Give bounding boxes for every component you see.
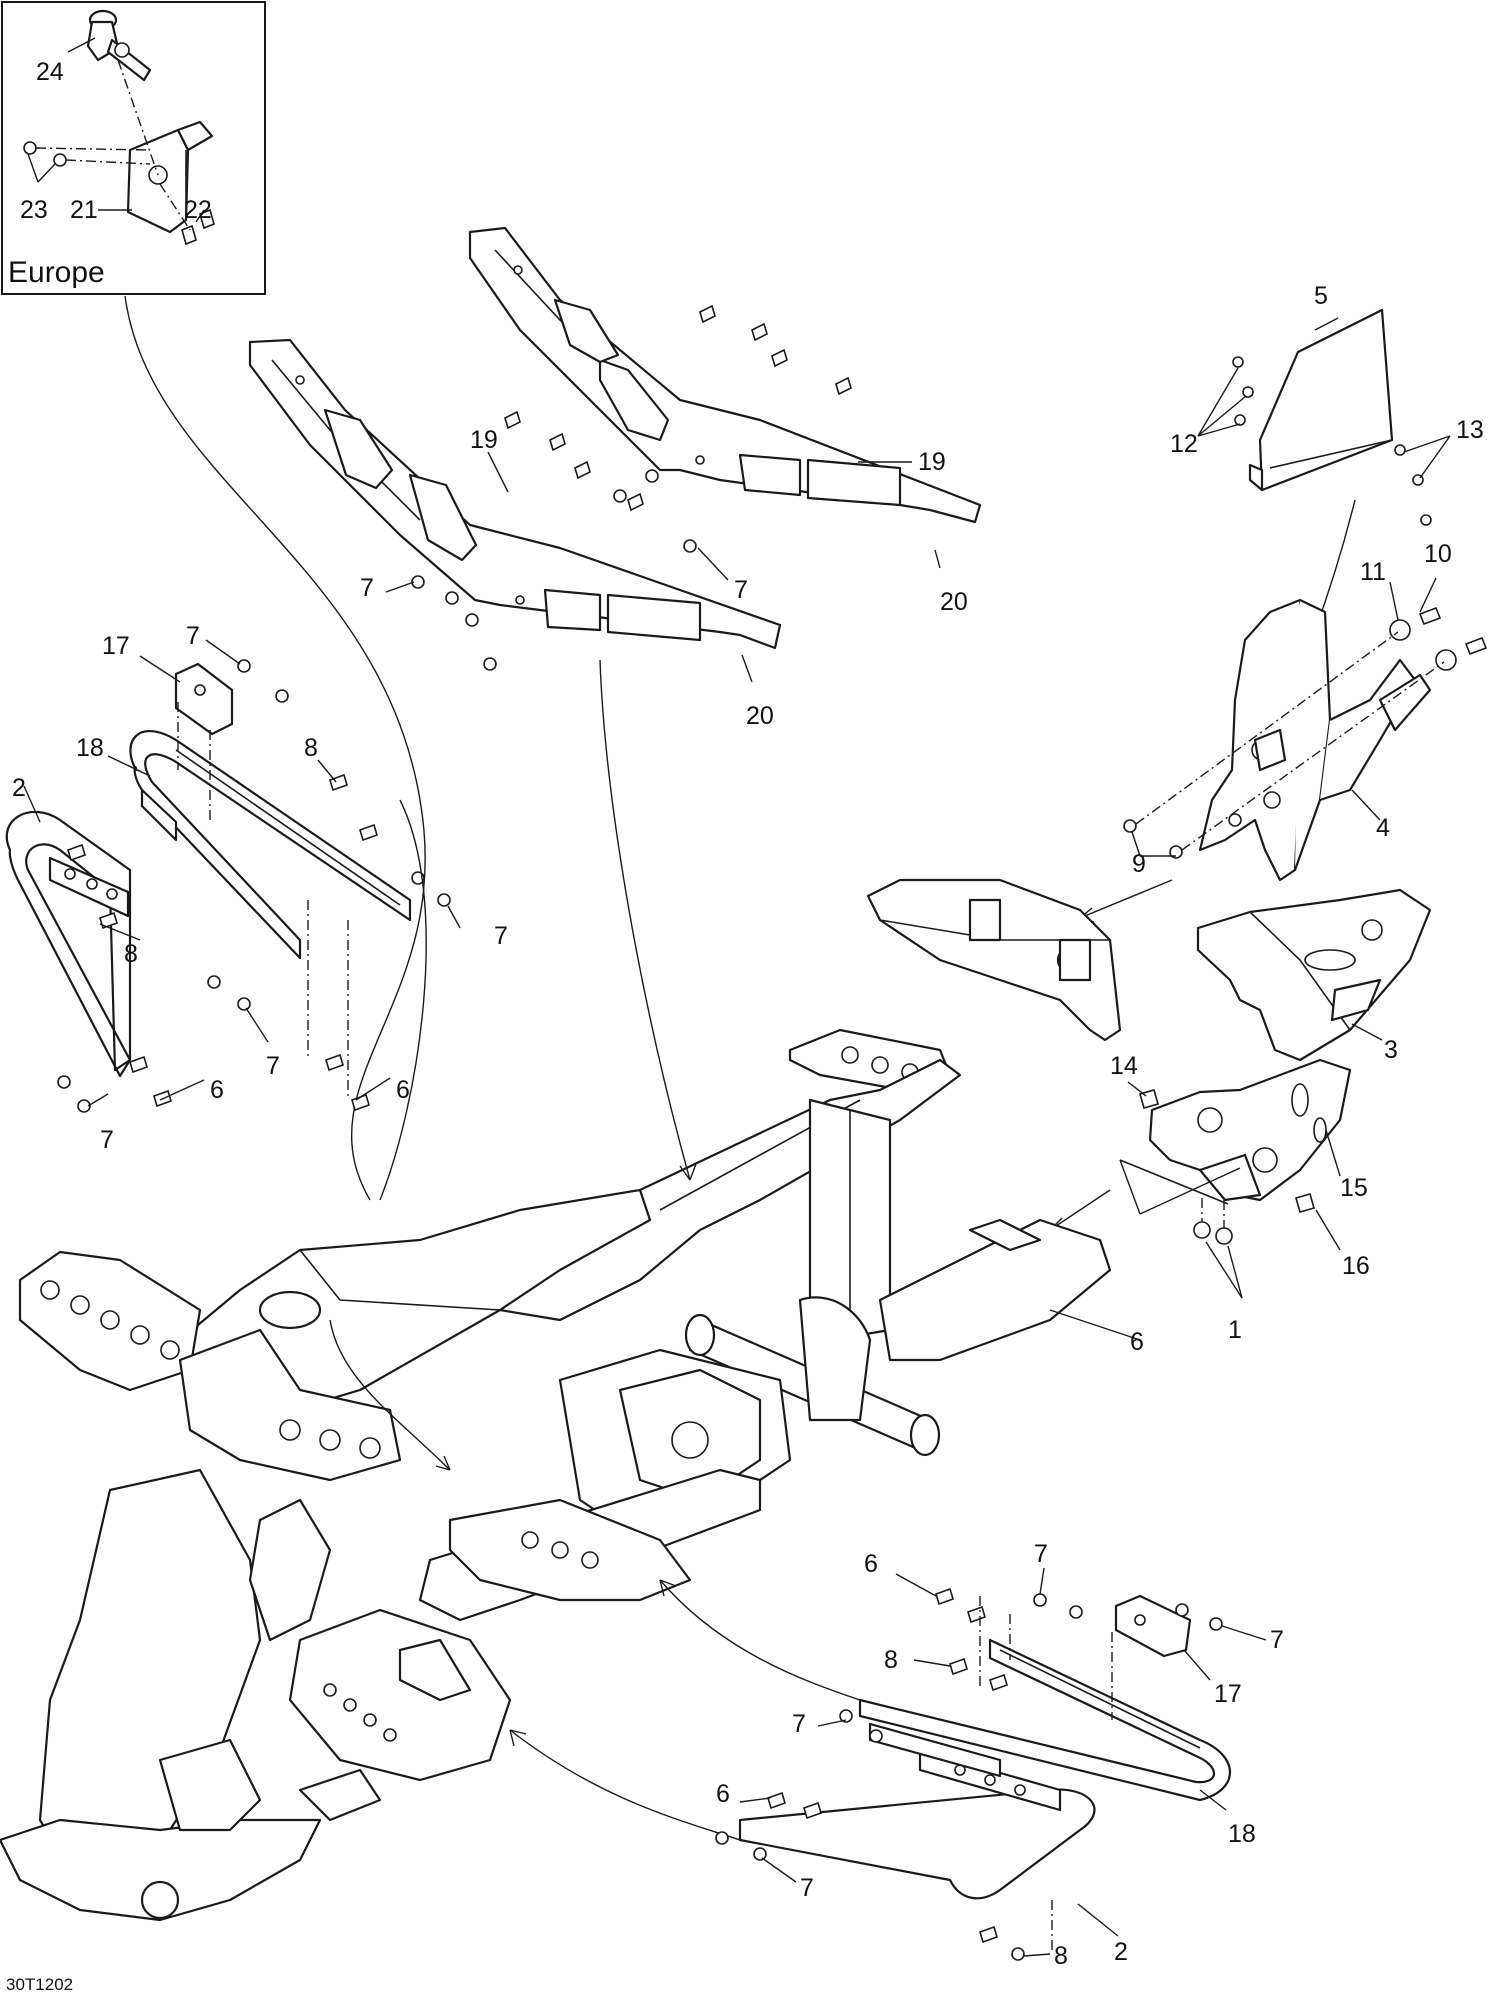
callout-8-bottom: 8 — [884, 1646, 898, 1674]
callout-24: 24 — [36, 58, 64, 86]
callout-6-bottom-top: 6 — [864, 1550, 878, 1578]
callout-13: 13 — [1456, 416, 1484, 444]
part-20-rear-rail-upper — [468, 226, 982, 524]
part-1-main-frame — [0, 878, 1122, 1922]
part-18-bumper-lower — [858, 1638, 1231, 1802]
callout-7-mid: 7 — [266, 1052, 280, 1080]
callout-10: 10 — [1424, 540, 1452, 568]
part-2-bumper-lower — [5, 810, 132, 1078]
callout-12: 12 — [1170, 430, 1198, 458]
callout-11: 11 — [1360, 558, 1386, 586]
callout-22: 22 — [184, 196, 212, 224]
callout-7-bottom-left: 7 — [100, 1126, 114, 1154]
callout-16: 1 — [1228, 1316, 1242, 1344]
callout-14: 15 — [1340, 1174, 1368, 1202]
callout-7-bottom-top: 7 — [1034, 1540, 1048, 1568]
bottom-bumper-fasteners — [715, 1587, 1223, 1961]
callout-7-rail-right: 7 — [734, 576, 748, 604]
inset-title: Europe — [8, 256, 105, 289]
drawing-code: 30T1202 — [6, 1975, 73, 1994]
europe-inset: 24 23 21 22 Europe — [1, 1, 266, 295]
part-2-bumper-bottom — [738, 1722, 1096, 1900]
callout-19-right: 19 — [918, 448, 946, 476]
part-17-bracket-bottom — [1114, 1594, 1192, 1658]
callout-6-right: 6 — [396, 1076, 410, 1104]
callout-7-top: 7 — [186, 622, 200, 650]
callout-15-top: 14 — [1110, 1052, 1138, 1080]
callout-23: 23 — [20, 196, 48, 224]
callout-18-top: 18 — [76, 734, 104, 762]
callout-8-mid-left: 8 — [124, 940, 138, 968]
callout-2-top: 2 — [12, 774, 26, 802]
callout-19-left: 19 — [470, 426, 498, 454]
callout-3: 3 — [1384, 1036, 1398, 1064]
callout-17-bottom: 17 — [1214, 1680, 1242, 1708]
callout-15-bottom: 16 — [1342, 1252, 1370, 1280]
callout-1: 6 — [1130, 1328, 1144, 1356]
callout-17-top: 17 — [102, 632, 130, 660]
inset-leader-curve — [124, 295, 426, 1201]
callout-7-bottom-low: 7 — [800, 1874, 814, 1902]
callout-20-right: 20 — [940, 588, 968, 616]
part-17-bracket-top — [174, 662, 234, 736]
left-bumper-fasteners — [57, 659, 451, 1113]
callout-4: 4 — [1376, 814, 1390, 842]
part-3-bracket — [1196, 888, 1432, 1062]
callout-7-mid-right: 7 — [494, 922, 508, 950]
part-4-front-support — [1198, 598, 1432, 882]
callout-6-bottom-left: 6 — [716, 1780, 730, 1808]
callout-7-bottom-mid: 7 — [792, 1710, 806, 1738]
part-14-bracket — [1148, 1058, 1352, 1202]
callout-7-bottom-right: 7 — [1270, 1626, 1284, 1654]
callout-2-bottom: 2 — [1114, 1938, 1128, 1966]
part-24-ignition-switch — [86, 9, 152, 82]
callout-9: 9 — [1132, 850, 1146, 878]
callout-7-rail-left: 7 — [360, 574, 374, 602]
callout-18-bottom: 18 — [1228, 1820, 1256, 1848]
callout-6-left: 6 — [210, 1076, 224, 1104]
callout-5: 5 — [1314, 282, 1328, 310]
part-18-bumper-upper — [129, 729, 412, 960]
part-5-cover-plate — [1248, 308, 1394, 492]
part-20-rear-rail-lower — [248, 338, 782, 650]
callout-20-lower: 20 — [746, 702, 774, 730]
callout-21: 21 — [70, 196, 98, 224]
callout-8-top: 8 — [304, 734, 318, 762]
callout-8-lowest: 8 — [1054, 1942, 1068, 1970]
